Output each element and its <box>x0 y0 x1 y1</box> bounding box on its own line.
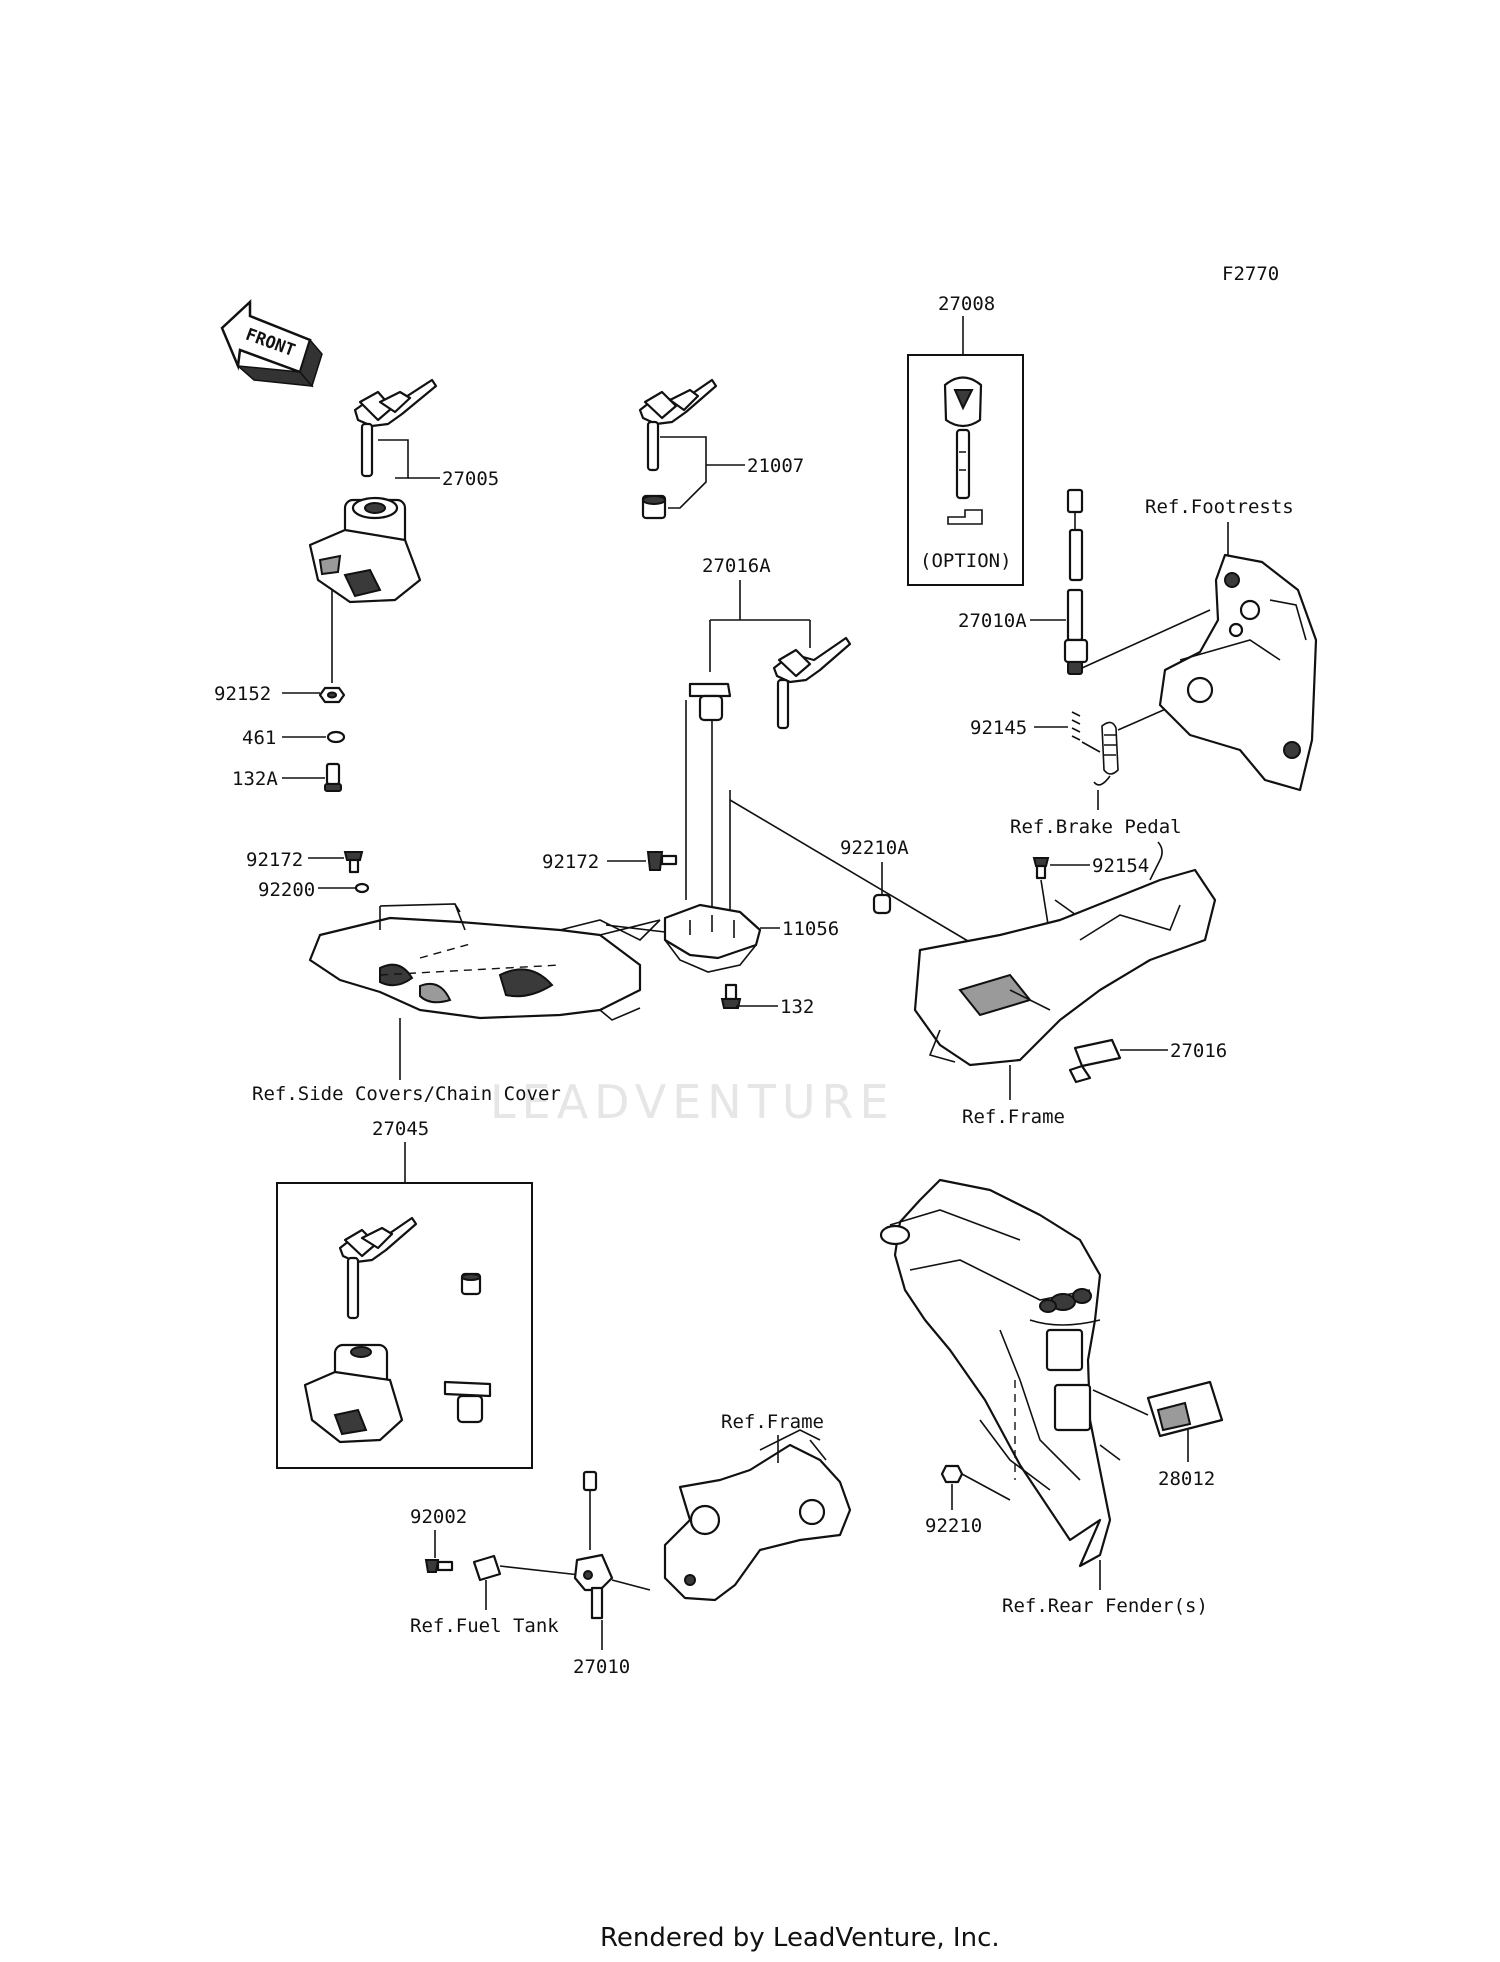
ref-brake-pedal: Ref.Brake Pedal <box>1010 816 1182 838</box>
ref-side-covers: Ref.Side Covers/Chain Cover <box>252 1083 561 1105</box>
reflector-28012 <box>1146 1380 1224 1438</box>
ignition-key-set-27005 <box>308 378 438 604</box>
label-92210A: 92210A <box>840 837 909 859</box>
bolt-92172b <box>646 851 678 871</box>
label-461: 461 <box>242 727 276 749</box>
footer-credit: Rendered by LeadVenture, Inc. <box>600 1923 1000 1953</box>
bolt-92172a <box>343 851 364 874</box>
kit-box-27045 <box>276 1182 533 1469</box>
label-27016: 27016 <box>1170 1040 1227 1062</box>
bolt-92002 <box>424 1559 454 1573</box>
key-set-27016A <box>688 636 852 730</box>
spring-92145 <box>1071 711 1119 786</box>
washer-461 <box>326 730 346 744</box>
label-27016A: 27016A <box>702 555 771 577</box>
label-28012: 28012 <box>1158 1468 1215 1490</box>
label-92200: 92200 <box>258 879 315 901</box>
ref-fuel-tank: Ref.Fuel Tank <box>410 1615 559 1637</box>
key-set-21007 <box>638 378 718 520</box>
rear-fender <box>879 1178 1121 1568</box>
label-92152: 92152 <box>214 683 271 705</box>
label-27005: 27005 <box>442 468 499 490</box>
ref-rear-fender: Ref.Rear Fender(s) <box>1002 1595 1208 1617</box>
label-92145: 92145 <box>970 717 1027 739</box>
bracket-27016 <box>1068 1038 1122 1084</box>
label-27010: 27010 <box>573 1656 630 1678</box>
brake-switch-27010A <box>1063 488 1089 675</box>
nut-92152 <box>318 686 346 704</box>
bushing-92210A <box>872 893 892 915</box>
label-92172b: 92172 <box>542 851 599 873</box>
label-11056: 11056 <box>782 918 839 940</box>
watermark: LEADVENTURE <box>490 1075 895 1129</box>
front-arrow-icon: FRONT <box>220 299 323 388</box>
bolt-92154 <box>1032 857 1050 880</box>
option-label: (OPTION) <box>920 550 1012 572</box>
label-92210: 92210 <box>925 1515 982 1537</box>
label-27045: 27045 <box>372 1118 429 1140</box>
bolt-132A <box>324 762 342 792</box>
label-27010A: 27010A <box>958 610 1027 632</box>
ref-frame-bottom: Ref.Frame <box>721 1411 824 1433</box>
label-92002: 92002 <box>410 1506 467 1528</box>
option-key-box <box>907 354 1024 586</box>
kit-27045-contents <box>303 1216 492 1444</box>
frame-top <box>913 841 1217 1067</box>
bracket-11056 <box>663 903 762 973</box>
label-21007: 21007 <box>747 455 804 477</box>
figure-code: F2770 <box>1222 263 1279 285</box>
clip-fuel-tank <box>472 1554 502 1582</box>
nut-92210 <box>940 1464 964 1484</box>
ref-footrests: Ref.Footrests <box>1145 496 1294 518</box>
footrest-bracket <box>1158 553 1318 792</box>
label-132: 132 <box>780 996 814 1018</box>
bolt-132 <box>720 983 742 1009</box>
side-cover <box>308 903 661 1021</box>
frame-bottom <box>663 1429 852 1602</box>
label-92172a: 92172 <box>246 849 303 871</box>
switch-27010 <box>573 1470 614 1620</box>
washer-92200 <box>354 882 370 894</box>
label-92154: 92154 <box>1092 855 1149 877</box>
label-27008: 27008 <box>938 293 995 315</box>
option-key-27008 <box>943 376 983 525</box>
ref-frame-top: Ref.Frame <box>962 1106 1065 1128</box>
label-132A: 132A <box>232 768 278 790</box>
